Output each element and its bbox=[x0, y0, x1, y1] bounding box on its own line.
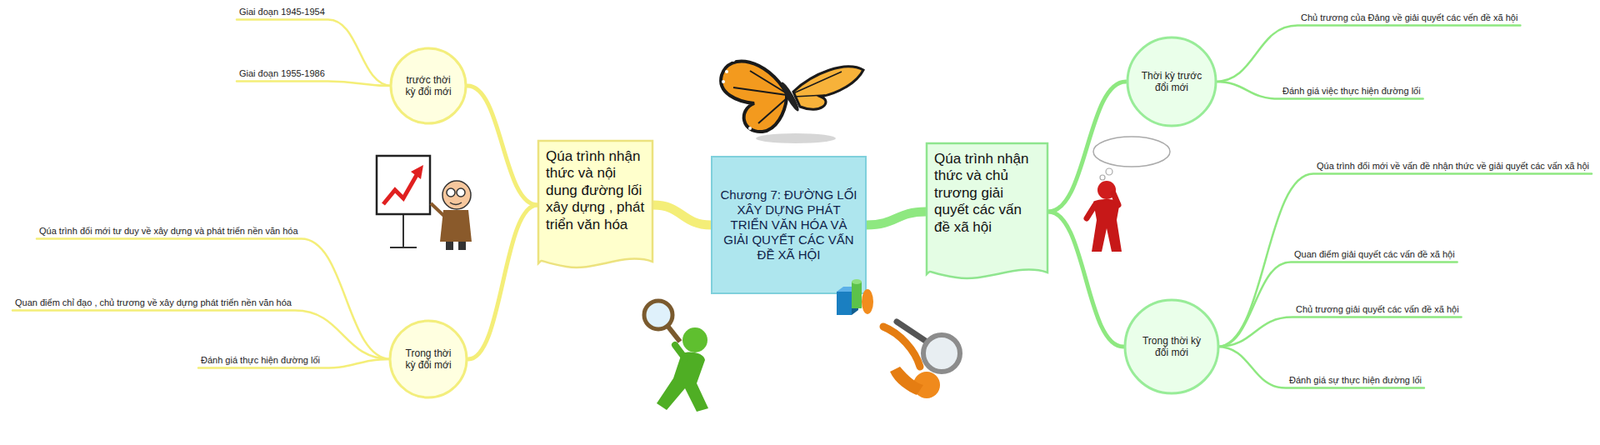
branch-label: Quan điểm giải quyết các vấn đề xã hội bbox=[1294, 249, 1455, 260]
sub-topic-circle: trước thời kỳ đổi mới bbox=[389, 46, 468, 125]
branch-label: Qúa trình đổi mới về vấn đề nhận thức về… bbox=[1316, 160, 1590, 172]
butterfly-illustration-part bbox=[733, 70, 787, 124]
presenter-illustration-part bbox=[410, 165, 424, 180]
butterfly-illustration-part bbox=[721, 80, 725, 84]
branch-line bbox=[236, 81, 392, 86]
magnifier-figure-orange bbox=[883, 321, 960, 399]
magnifier-figure-green-part bbox=[682, 327, 708, 353]
thinking-figure-part bbox=[1086, 205, 1095, 219]
chart-icon-part bbox=[836, 291, 852, 315]
sub-topic-circle: Thời kỳ trước đổi mới bbox=[1125, 35, 1218, 128]
presenter-illustration-part bbox=[458, 241, 466, 250]
branch-line bbox=[1215, 25, 1520, 82]
node-text: Trong thời kỳ đổi mới bbox=[402, 347, 455, 372]
branch-line bbox=[12, 310, 391, 360]
thinking-figure-part bbox=[1113, 193, 1119, 205]
thinking-figure-part bbox=[1093, 136, 1170, 167]
presenter-illustration-part bbox=[445, 241, 454, 250]
thinking-figure-part bbox=[1100, 175, 1105, 180]
butterfly-illustration bbox=[720, 58, 864, 144]
chart-icon-part bbox=[851, 281, 862, 309]
document-outline bbox=[926, 143, 1048, 279]
branch-line bbox=[1215, 81, 1424, 100]
presenter-illustration bbox=[376, 155, 472, 250]
branch-label: Qúa trình đổi mới tư duy về xây dựng và … bbox=[39, 225, 299, 237]
node-text: Chương 7: ĐƯỜNG LỐI XÂY DỰNG PHÁT TRIỂN … bbox=[717, 187, 860, 263]
circle-outline bbox=[1127, 37, 1216, 126]
node-text: Qúa trình nhận thức và chủ trương giải q… bbox=[934, 150, 1040, 236]
branch-connector bbox=[468, 205, 538, 360]
butterfly-illustration-part bbox=[793, 66, 864, 110]
magnifier-figure-orange-part bbox=[896, 321, 927, 342]
butterfly-illustration-part bbox=[793, 71, 842, 97]
presenter-illustration-part bbox=[456, 188, 465, 197]
branch-lines bbox=[12, 20, 1592, 389]
node-text: Trong thời kỳ đổi mới bbox=[1140, 335, 1205, 360]
sub-topic-circle: Trong thời kỳ đổi mới bbox=[388, 319, 469, 400]
sub-topic-circle: Trong thời kỳ đổi mới bbox=[1123, 298, 1220, 395]
main-branch-box: Qúa trình nhận thức và chủ trương giải q… bbox=[925, 142, 1049, 281]
node-text: Thời kỳ trước đổi mới bbox=[1141, 70, 1203, 95]
branch-line bbox=[236, 20, 392, 86]
branch-label: Chủ trương giải quyết các vấn đề xã hội bbox=[1295, 304, 1460, 315]
chart-icon-part bbox=[851, 279, 862, 285]
branch-label: Đánh giá sự thực hiện đường lối bbox=[1289, 375, 1422, 386]
box-outline bbox=[711, 156, 866, 294]
butterfly-illustration-part bbox=[748, 126, 752, 130]
presenter-illustration-part bbox=[442, 180, 471, 210]
branch-line bbox=[1217, 346, 1425, 389]
butterfly-illustration-part bbox=[731, 58, 735, 62]
magnifier-figure-green-part bbox=[656, 351, 709, 412]
node-text: Qúa trình nhận thức và nội dung đường lố… bbox=[545, 148, 645, 234]
branch-label: Giai đoạn 1945-1954 bbox=[239, 6, 325, 18]
presenter-illustration-part bbox=[383, 175, 417, 205]
circle-outline bbox=[390, 48, 466, 124]
branch-connector bbox=[1048, 211, 1124, 347]
chart-icon bbox=[836, 279, 874, 315]
central-topic-box: Chương 7: ĐƯỜNG LỐI XÂY DỰNG PHÁT TRIỂN … bbox=[710, 155, 867, 295]
branch-label: Đánh giá việc thực hiện đường lối bbox=[1282, 85, 1421, 97]
branch-label: Đánh giá thực hiện đường lối bbox=[200, 355, 320, 366]
butterfly-illustration-part bbox=[755, 133, 836, 144]
thinking-figure bbox=[1086, 136, 1170, 252]
magnifier-figure-orange-part bbox=[923, 335, 960, 372]
chart-icon-part bbox=[861, 289, 874, 315]
presenter-illustration-part bbox=[440, 210, 472, 242]
magnifier-figure-green-part bbox=[667, 325, 680, 342]
butterfly-illustration-part bbox=[779, 80, 802, 114]
node-text: trước thời kỳ đổi mới bbox=[402, 74, 455, 99]
branch-label: Giai đoạn 1955-1986 bbox=[239, 68, 325, 80]
branch-connector bbox=[467, 85, 538, 205]
branch-connector bbox=[866, 211, 926, 225]
presenter-illustration-part bbox=[446, 188, 455, 197]
thinking-figure-part bbox=[1105, 168, 1113, 175]
magnifier-figure-green-part bbox=[675, 345, 685, 359]
magnifier-figure-green-part bbox=[644, 300, 673, 330]
branch-label: Chủ trương của Đảng về giải quyết các vế… bbox=[1300, 12, 1518, 24]
branch-label: Quan điểm chỉ đạo , chủ trương về xây dự… bbox=[15, 297, 292, 309]
presenter-illustration-part bbox=[402, 214, 405, 248]
branch-line bbox=[1217, 174, 1592, 347]
main-branch-box: Qúa trình nhận thức và nội dung đường lố… bbox=[537, 140, 654, 270]
presenter-illustration-part bbox=[390, 246, 417, 249]
presenter-illustration-part bbox=[376, 155, 430, 215]
document-outline bbox=[538, 140, 653, 268]
magnifier-figure-orange-part bbox=[890, 366, 924, 395]
circle-outline bbox=[390, 320, 467, 398]
branch-connector bbox=[653, 205, 711, 225]
branch-connector bbox=[1048, 81, 1126, 212]
butterfly-illustration-part bbox=[725, 70, 729, 74]
magnifier-figure-green bbox=[644, 300, 709, 412]
presenter-illustration-part bbox=[450, 202, 462, 205]
circle-outline bbox=[1125, 300, 1219, 394]
butterfly-illustration-part bbox=[720, 61, 787, 133]
branch-line bbox=[1217, 317, 1462, 347]
